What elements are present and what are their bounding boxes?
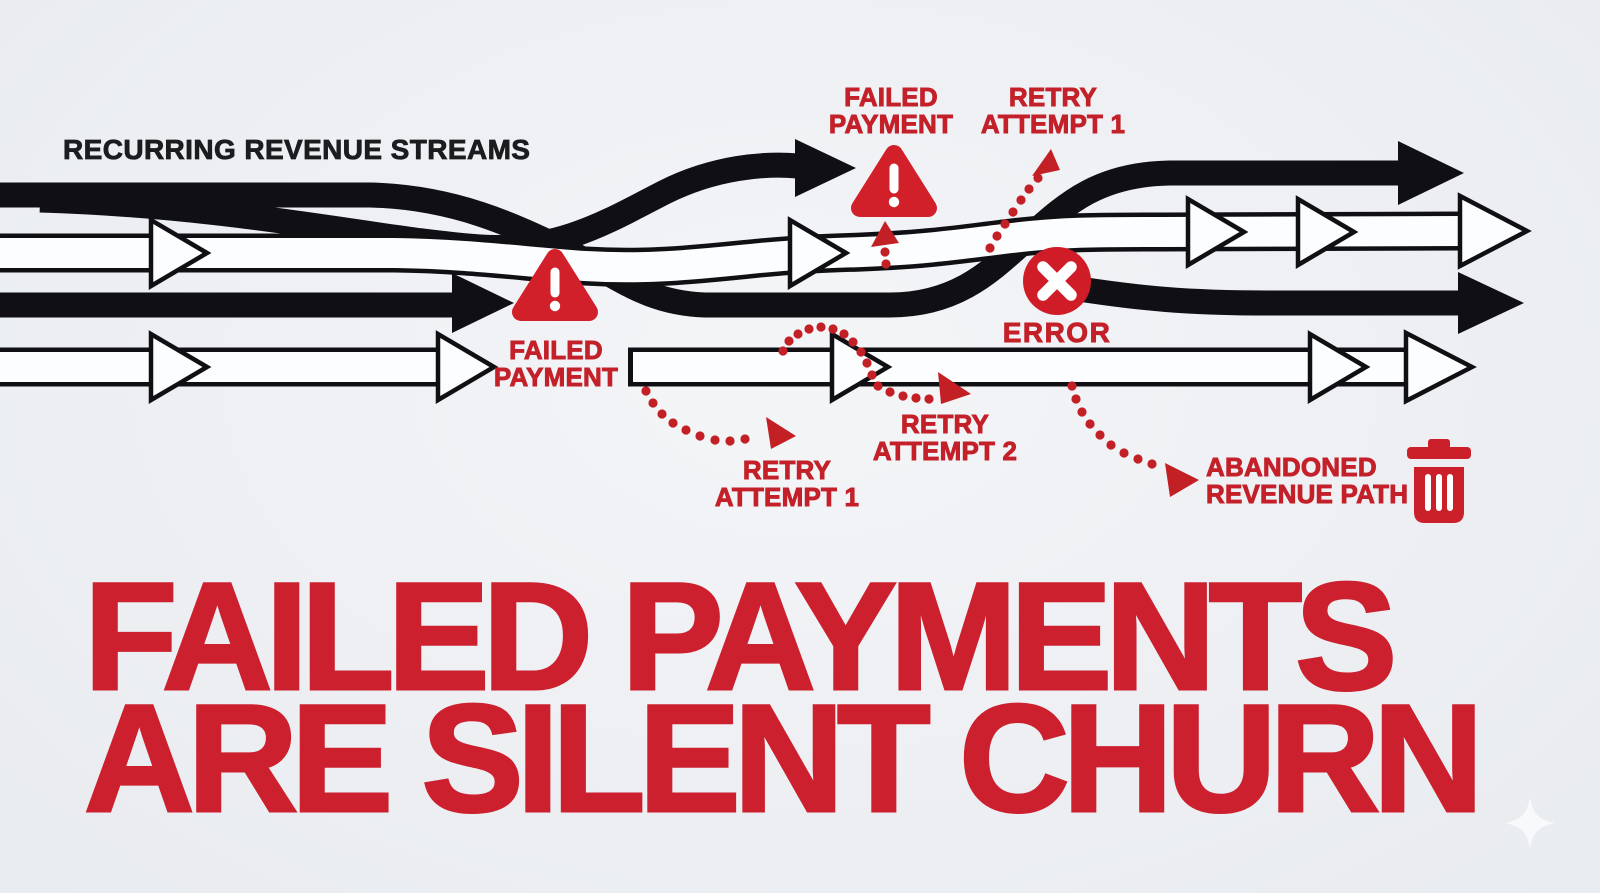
error-x-circle-icon [1023,247,1091,315]
dotted-path-dot [725,436,735,446]
dotted-path-dot [648,398,658,408]
label-line: RETRY [1008,82,1098,112]
white-arrowhead [148,330,212,404]
dotted-path-dot [1000,219,1010,229]
white-arrowhead [148,216,212,290]
dotted-arrow-retry-attempt-1 [641,386,796,449]
black-stream-top [0,160,1404,318]
dotted-path-dot [657,409,667,419]
retry-attempt-2-label: RETRY ATTEMPT 2 [845,409,1045,467]
dotted-path-dot [898,391,908,401]
dotted-path-dot [695,431,705,441]
label-line: PAYMENT [493,362,619,393]
dotted-path-dot [1106,440,1116,450]
dotted-path-dot [1071,394,1081,404]
dotted-path-dot [1008,207,1018,217]
black-arrowhead-error-branch [1458,272,1524,334]
trash-icon [1407,439,1471,523]
white-arrowhead [435,330,499,404]
dotted-path-dot [839,329,849,339]
dotted-path-dot [1016,195,1026,205]
dotted-arrow-up-to-failed-payment [871,221,899,269]
label-line: RETRY [742,455,832,485]
white-arrowhead [787,216,851,290]
dotted-path-dot [641,386,651,396]
black-arrowhead-top-right [1398,141,1464,205]
retry-attempt-1-label: RETRY ATTEMPT 1 [687,455,887,513]
dotted-path-dot [862,358,872,368]
dotted-arrow-retry-attempt-2 [778,322,971,404]
label-line: FAILED [844,82,938,112]
dotted-path-dot [816,322,826,332]
black-stream-error-branch [1057,273,1460,316]
error-label: ERROR [957,317,1157,348]
black-streams [0,139,1524,334]
dotted-arrow-abandoned-path [1067,381,1199,497]
white-arrowhead [1307,330,1371,404]
label-line: ERROR [1002,317,1112,348]
dotted-path-dot [848,337,858,347]
dotted-path-dot [1024,184,1034,194]
dotted-path-dot [1147,459,1157,469]
diagram-title: RECURRING REVENUE STREAMS [63,134,531,166]
dotted-path-dot [1077,407,1087,417]
dotted-path-dot [1119,448,1129,458]
failed-payment-top-label: FAILED PAYMENT [791,82,991,140]
dotted-path-dot [793,329,803,339]
black-arrowhead-to-failed-payment [795,139,856,197]
dotted-path-dot [881,259,891,269]
dotted-path-dot [880,247,890,257]
label-line: REVENUE PATH [1206,479,1409,510]
failed-payment-left-label: FAILED PAYMENT [456,335,656,393]
retry-attempt-top-label: RETRY ATTEMPT 1 [953,82,1153,140]
dotted-path-dot [804,324,814,334]
dotted-path-dot [911,393,921,403]
label-line: ABANDONED [1206,452,1378,482]
dotted-path-dot [867,370,877,380]
dotted-path-dot [1085,419,1095,429]
dotted-path-dot [992,231,1002,241]
dotted-path-dot [1033,173,1043,183]
warning-triangle-icon-left [512,249,598,321]
label-line: PAYMENT [828,109,954,140]
label-line: FAILED [509,335,603,365]
white-streams [0,192,1532,405]
dotted-path-dot [924,394,934,404]
dotted-arrow-retry-attempt-top [985,149,1060,253]
white-arrowhead-final-top [1457,192,1532,270]
dotted-path-dot [1133,454,1143,464]
dotted-path-dot [885,387,895,397]
dotted-path-dot [1095,430,1105,440]
warning-triangle-icon-top [851,145,937,217]
label-line: RETRY [900,409,990,439]
dotted-path-dot [1067,381,1077,391]
dotted-path-dot [873,381,883,391]
white-arrowhead-final-bottom [1403,329,1477,405]
headline-line-1: FAILED PAYMENTS [82,551,1398,722]
label-line: ATTEMPT 1 [980,109,1126,140]
dotted-path-dot [668,418,678,428]
dotted-path-dot [784,336,794,346]
headline-line-2: ARE SILENT CHURN [83,673,1486,844]
dotted-path-dot [740,434,750,444]
dotted-path-dot [681,425,691,435]
sparkle-icon [1505,798,1555,848]
dotted-path-dot [710,435,720,445]
black-arrowhead-bottom-left [452,273,514,333]
dotted-path-dot [778,346,788,356]
dotted-path-dot [828,324,838,334]
white-arrowhead [1295,195,1359,269]
dotted-path-dot [985,243,995,253]
abandoned-revenue-path-label: ABANDONED REVENUE PATH [1206,452,1436,510]
label-line: ATTEMPT 2 [872,436,1018,467]
white-arrowhead [1185,195,1249,269]
label-line: ATTEMPT 1 [714,482,860,513]
dotted-path-dot [856,347,866,357]
